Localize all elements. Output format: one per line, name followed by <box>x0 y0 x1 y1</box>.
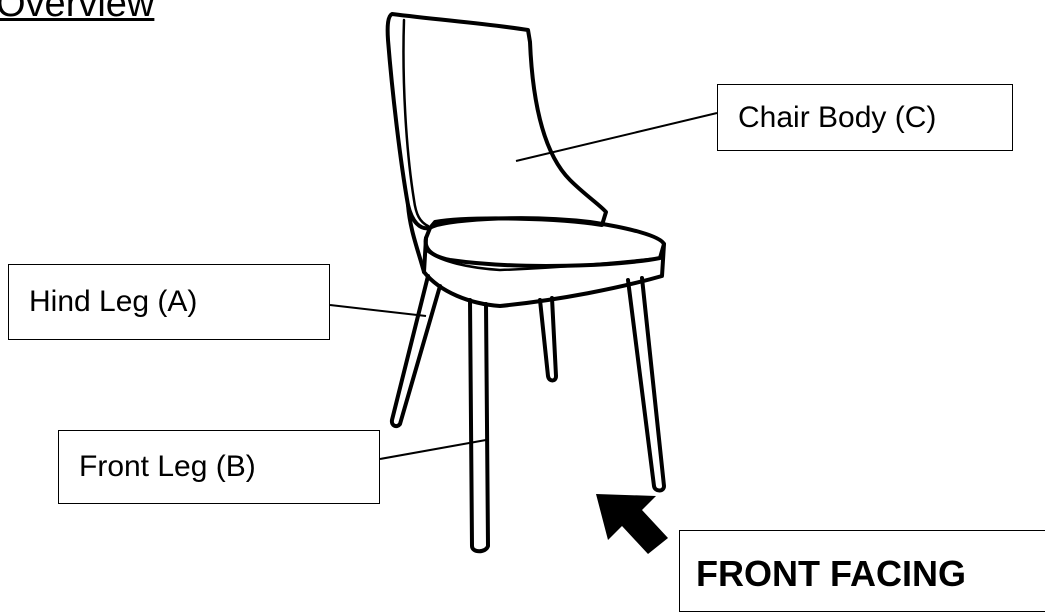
front-facing-arrow-icon <box>596 494 668 554</box>
front-leg <box>468 298 490 554</box>
leader-line-hind-leg <box>329 304 427 317</box>
page-title: Overview <box>0 0 155 25</box>
leader-lines <box>329 112 718 460</box>
chair-backrest <box>385 12 608 231</box>
label-front-facing: FRONT FACING <box>679 530 1045 612</box>
label-hind-leg: Hind Leg (A) <box>8 264 330 340</box>
leader-line-front-leg <box>379 439 487 460</box>
chair-seat <box>423 216 666 268</box>
hind-leg <box>389 274 442 429</box>
chair-outline <box>385 12 666 554</box>
label-front-leg: Front Leg (B) <box>58 430 380 504</box>
label-chair-body: Chair Body (C) <box>717 84 1013 151</box>
leader-line-chair-body <box>515 112 718 162</box>
